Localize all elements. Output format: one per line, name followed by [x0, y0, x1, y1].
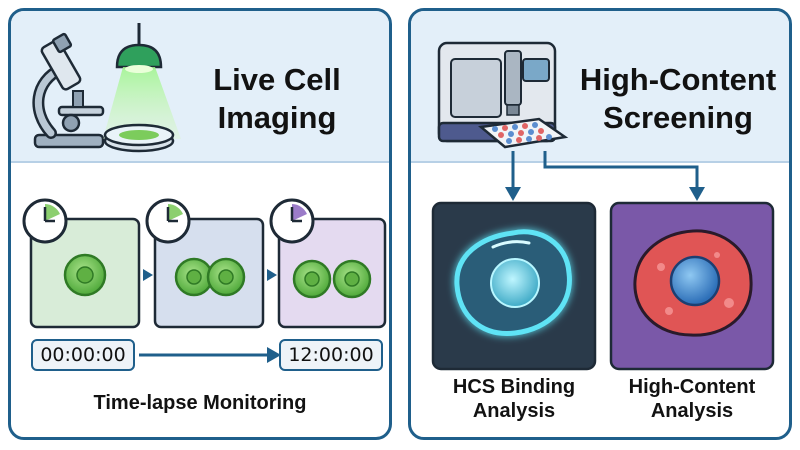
live-cell-imaging-panel: Live Cell Imaging 00:00:00 12:00:00 Time… — [8, 8, 392, 440]
time-lapse-caption: Time-lapse Monitoring — [93, 392, 307, 414]
caption-line: Analysis — [472, 400, 556, 422]
title-line: Imaging — [217, 100, 337, 135]
high-content-analysis-image — [609, 201, 775, 371]
lamp-icon — [103, 23, 181, 139]
hcs-binding-caption: HCS Binding Analysis — [421, 375, 607, 423]
hcs-binding-image — [431, 201, 597, 371]
clock-icon — [22, 198, 68, 244]
end-time-label: 12:00:00 — [279, 339, 383, 371]
clock-icon — [269, 198, 315, 244]
caption-line: HCS Binding — [452, 376, 576, 398]
arrow-right-icon — [267, 269, 277, 281]
title-line: High-Content — [579, 62, 777, 97]
high-content-screening-panel: High-Content Screening HCS Binding Analy… — [408, 8, 792, 440]
timelapse-frame-1 — [29, 217, 141, 329]
high-content-analysis-caption: High-Content Analysis — [599, 375, 785, 423]
clock-icon — [145, 198, 191, 244]
caption-line: High-Content — [628, 376, 756, 398]
timelapse-frame-3 — [277, 217, 387, 329]
flow-arrow-left — [505, 151, 521, 201]
arrow-right-icon — [143, 269, 153, 281]
well-plate-icon — [478, 117, 569, 149]
start-time-label: 00:00:00 — [31, 339, 135, 371]
flow-arrow-right — [543, 151, 705, 201]
title-line: Screening — [603, 100, 753, 135]
hcs-illustration — [431, 41, 775, 371]
petri-dish-icon — [103, 123, 175, 153]
live-cell-illustration — [22, 23, 387, 363]
microscope-icon — [32, 32, 105, 149]
panel-title: Live Cell Imaging — [179, 61, 375, 137]
panel-title: High-Content Screening — [567, 61, 789, 137]
timelapse-frame-2 — [153, 217, 265, 329]
title-line: Live Cell — [213, 62, 341, 97]
caption-line: Analysis — [650, 400, 734, 422]
timeline-arrow — [139, 347, 281, 363]
